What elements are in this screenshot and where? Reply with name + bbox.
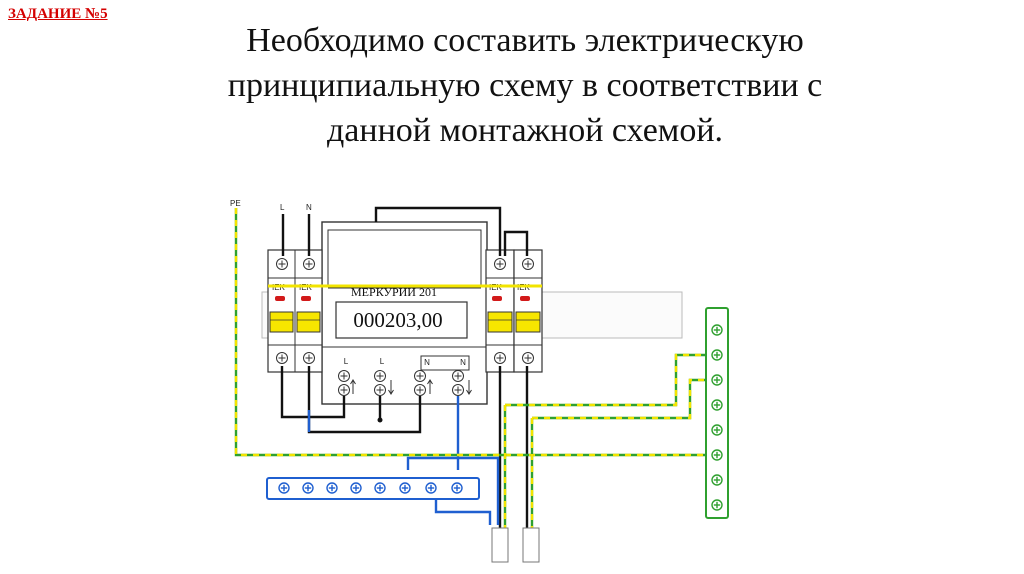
breaker-screw-icon	[303, 258, 315, 270]
meter-model-label: МЕРКУРИЙ 201	[351, 285, 437, 299]
meter-terminal-screw-icon	[414, 384, 426, 396]
breaker-screw-icon	[494, 352, 506, 364]
meter-reading: 000203,00	[353, 308, 442, 332]
breaker-screw-icon	[276, 352, 288, 364]
pe-busbar	[705, 307, 729, 519]
meter-terminal-screw-icon	[414, 370, 426, 382]
wire-label-n: N	[306, 203, 312, 212]
neutral-busbar	[266, 477, 480, 500]
page-title: Необходимо составить электрическую принц…	[110, 18, 940, 153]
output-cable-sleeve	[522, 527, 540, 563]
breaker-screw-icon	[494, 258, 506, 270]
breaker-screw-icon	[276, 258, 288, 270]
meter-terminal-label-n2: N	[460, 358, 466, 367]
circuit-breaker-input: IEK IEK	[267, 249, 323, 373]
meter-terminal-screw-icon	[374, 384, 386, 396]
circuit-breaker-output: IEK IEK	[485, 249, 543, 373]
meter-terminal-label-n1: N	[424, 358, 430, 367]
meter-terminal-screw-icon	[338, 384, 350, 396]
neutral-wires	[307, 396, 500, 525]
output-cable-sleeve	[491, 527, 509, 563]
electricity-meter: МЕРКУРИЙ 201 000203,00 L L N N	[321, 221, 488, 405]
title-line-2: принципиальную схему в соответствии с	[227, 67, 823, 104]
meter-terminal-screw-icon	[338, 370, 350, 382]
task-label: ЗАДАНИЕ №5	[8, 6, 108, 22]
breaker-screw-icon	[522, 258, 534, 270]
title-line-3: данной монтажной схемой.	[326, 112, 724, 149]
breaker-screw-icon	[303, 352, 315, 364]
meter-terminal-screw-icon	[374, 370, 386, 382]
wire-label-l: L	[280, 203, 285, 212]
wire-label-pe: PE	[230, 199, 241, 208]
breaker-screw-icon	[522, 352, 534, 364]
meter-terminal-screw-icon	[452, 370, 464, 382]
meter-terminal-label-l1: L	[344, 357, 349, 366]
meter-display	[335, 301, 468, 339]
phase-wires	[280, 206, 529, 528]
meter-terminal-screw-icon	[452, 384, 464, 396]
meter-terminal-label-l2: L	[380, 357, 385, 366]
title-line-1: Необходимо составить электрическую	[246, 22, 804, 59]
pe-wires	[234, 208, 708, 528]
